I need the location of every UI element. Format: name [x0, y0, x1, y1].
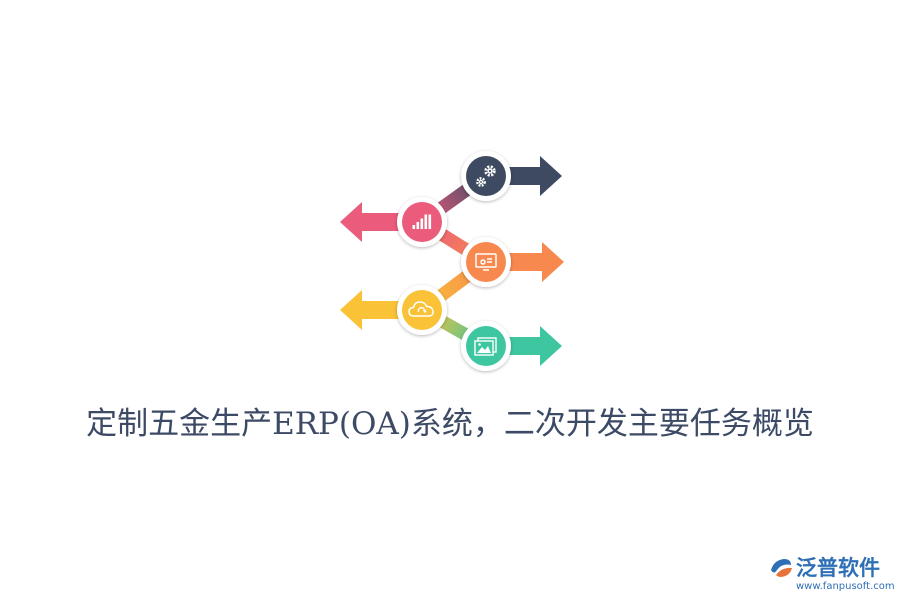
brand-watermark: 泛普软件 www.fanpusoft.com	[768, 552, 895, 596]
brand-name: 泛普软件	[796, 556, 880, 580]
arrow-right-navy	[500, 156, 562, 196]
picture-icon	[474, 337, 497, 356]
screen-icon	[475, 253, 497, 271]
brand-url: www.fanpusoft.com	[796, 581, 895, 592]
gears-icon	[476, 165, 496, 187]
step-node-4	[397, 285, 447, 335]
step-node-1	[461, 151, 511, 201]
cloud-icon	[408, 301, 434, 317]
arrow-left-yellow	[340, 290, 408, 330]
fanpu-logo-icon	[771, 559, 792, 577]
arrow-right-teal	[500, 326, 562, 366]
arrow-right-orange	[500, 242, 564, 282]
step-node-5	[461, 321, 511, 371]
step-node-2	[397, 197, 447, 247]
page-title: 定制五金生产ERP(OA)系统，二次开发主要任务概览	[86, 406, 814, 442]
bar-chart-icon	[412, 214, 432, 229]
arrow-left-pink	[340, 202, 408, 242]
step-node-3	[461, 237, 511, 287]
